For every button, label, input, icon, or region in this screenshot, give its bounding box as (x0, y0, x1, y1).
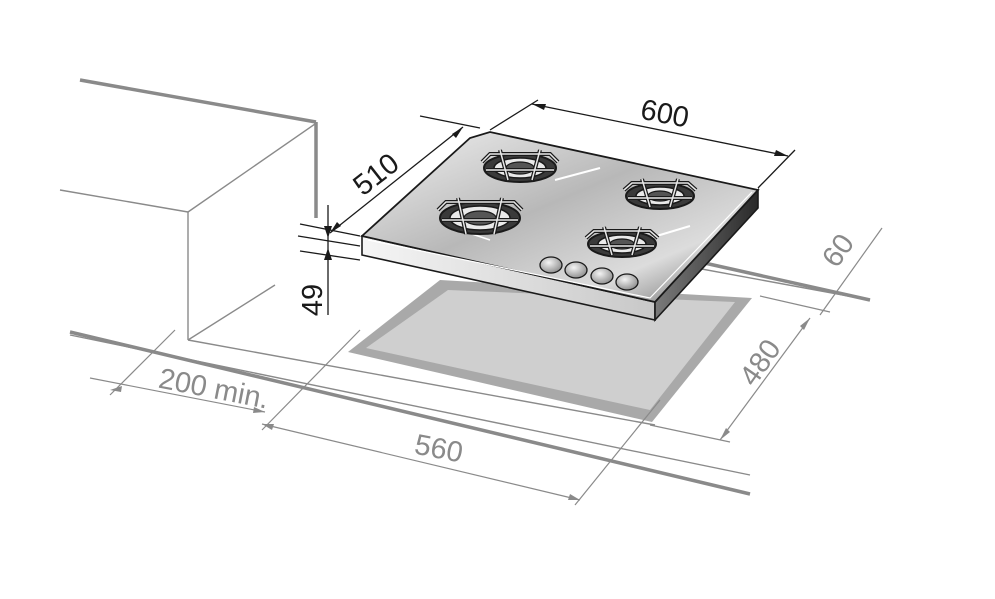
hob (360, 131, 760, 323)
control-knob (590, 267, 614, 285)
hob-glass-top (360, 131, 760, 303)
burner-rear-right (622, 178, 698, 210)
burner-rear-left (480, 149, 560, 183)
dim-label-600: 600 (638, 94, 692, 135)
control-knob (564, 261, 588, 279)
control-knobs (539, 256, 639, 291)
cutout-inner-face (366, 290, 735, 410)
control-knob (539, 256, 563, 274)
hob-bevel (367, 191, 753, 299)
hob-dimension-lines (297, 99, 796, 315)
dim-label-200-min: 200 min. (156, 363, 271, 416)
cutout-dimension-arrows (110, 318, 810, 500)
cutout-dimension-lines (89, 227, 883, 506)
dim-label-49: 49 (297, 284, 329, 316)
dim-label-510: 510 (348, 147, 406, 202)
burner-front-left (436, 197, 524, 235)
dim-label-560: 560 (412, 429, 466, 470)
control-knob (615, 273, 639, 291)
burner-front-right (584, 226, 660, 258)
hob-dimension-arrows (324, 104, 788, 260)
countertop-edge-dark (69, 78, 871, 496)
glass-reflection (554, 167, 601, 181)
dim-label-480: 480 (734, 334, 788, 392)
